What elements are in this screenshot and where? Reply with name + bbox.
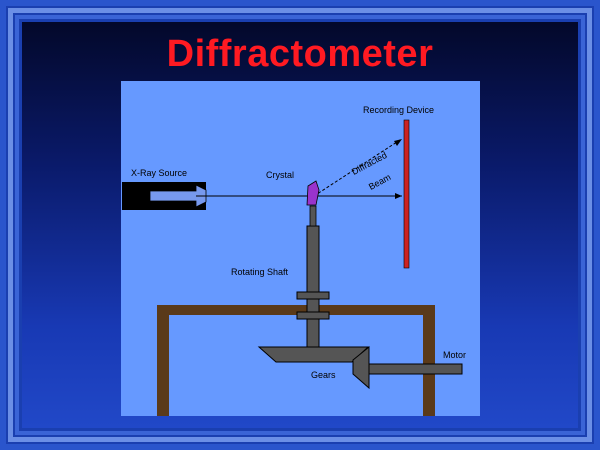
recording-device <box>403 119 410 269</box>
middle-border <box>8 8 592 442</box>
crystal <box>306 180 320 206</box>
xray-source-nozzle <box>149 184 207 208</box>
horizontal-gear <box>257 346 370 363</box>
diffracted-beam-arrowhead <box>394 139 402 146</box>
slide-title: Diffractometer <box>166 33 434 75</box>
shaft-coupling-upper <box>296 291 330 300</box>
rotating-shaft-label: Rotating Shaft <box>231 267 289 277</box>
xray-source-label: X-Ray Source <box>131 168 188 178</box>
rotating-shaft <box>306 225 320 351</box>
gears-label: Gears <box>311 370 336 380</box>
frame-right-post <box>423 305 435 416</box>
recording-device-label: Recording Device <box>363 105 435 115</box>
crystal-label: Crystal <box>266 170 295 180</box>
frame-left-post <box>157 305 169 416</box>
vertical-gear <box>352 345 370 390</box>
inner-border <box>15 15 585 435</box>
shaft-coupling-lower <box>296 311 330 320</box>
crystal-mount <box>309 205 317 227</box>
motor-label: Motor <box>443 350 467 360</box>
incident-beam-arrowhead <box>395 193 402 199</box>
diffracted-beam <box>313 139 401 197</box>
frame-top-beam <box>157 305 435 315</box>
motor-shaft <box>368 363 463 375</box>
